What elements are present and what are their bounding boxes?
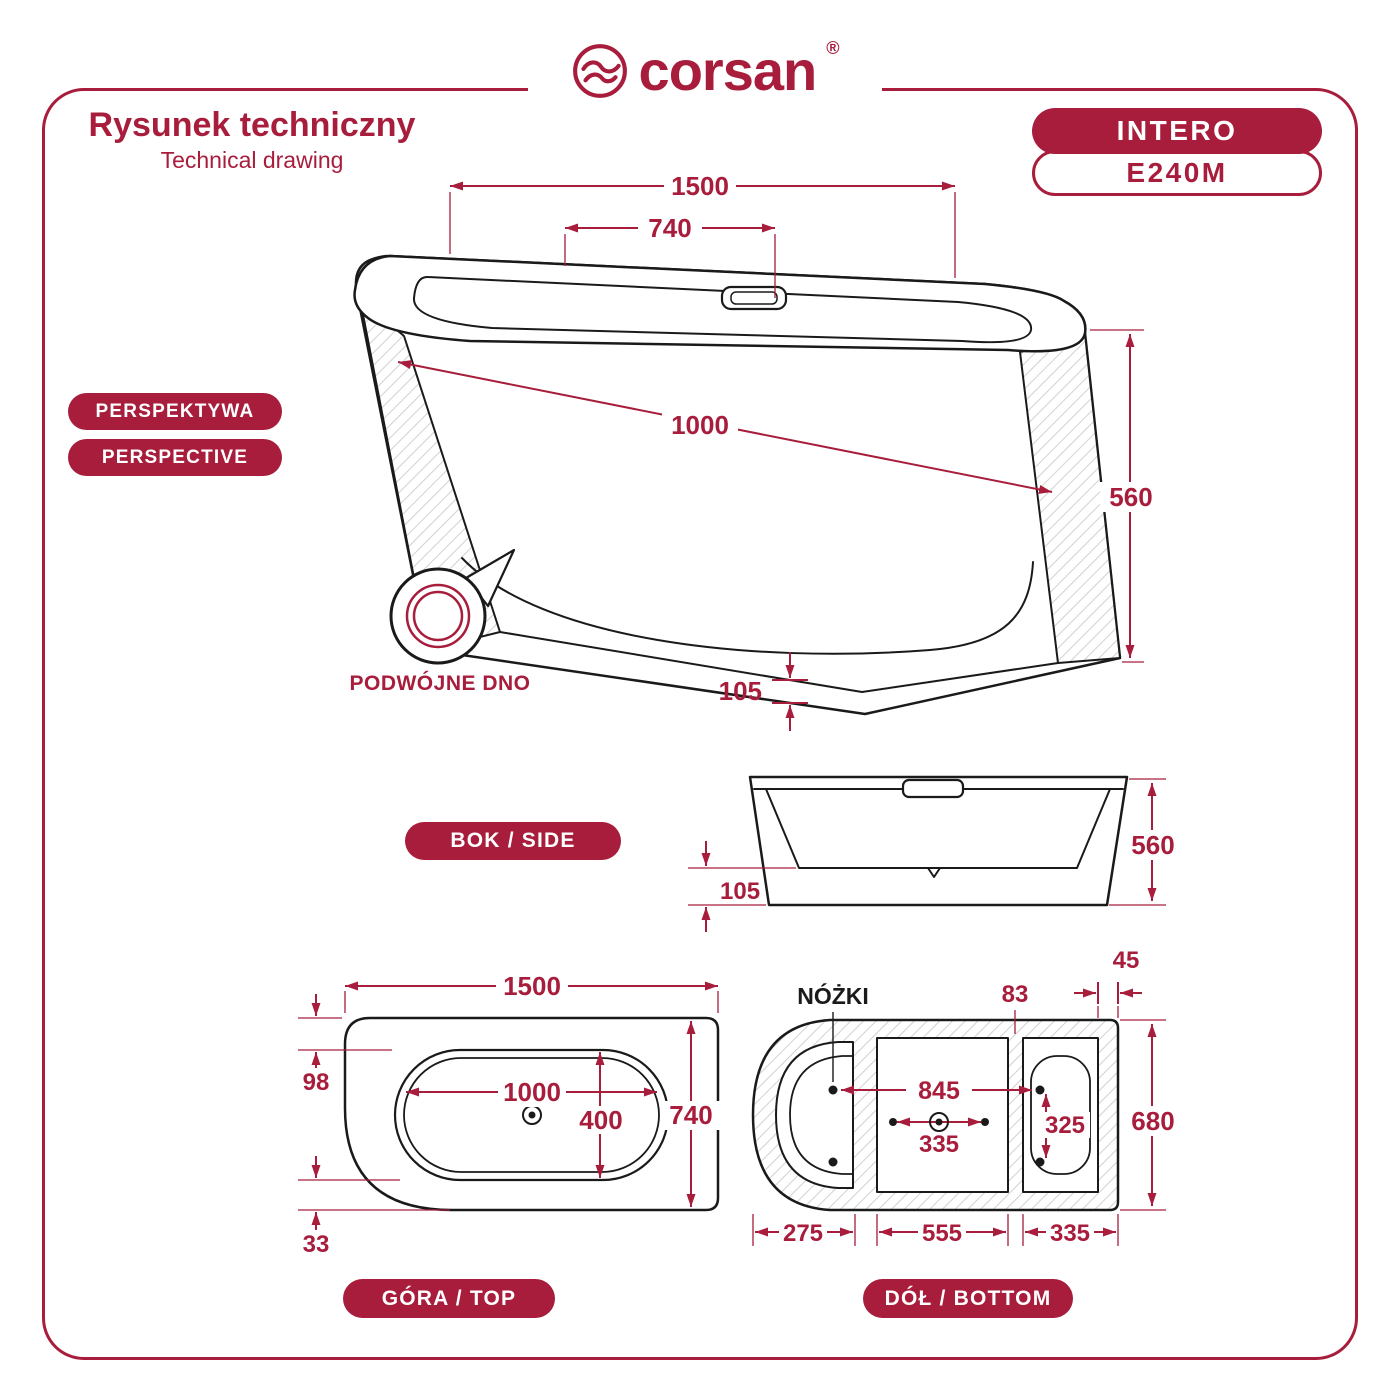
dim-perspective-back-width: 740 (648, 213, 691, 243)
dim-top-width: 740 (669, 1100, 712, 1130)
product-series-badge: INTERO (1032, 108, 1322, 154)
dim-top-basin-width: 400 (579, 1105, 622, 1135)
dim-side-height: 560 (1131, 830, 1174, 860)
dim-bottom-rim-right: 45 (1113, 947, 1140, 974)
bottom-left-section (775, 1041, 854, 1189)
side-view (748, 775, 1129, 907)
label-feet: NÓŻKI (797, 982, 869, 1009)
brand-name: corsan (638, 39, 818, 102)
dim-perspective-height: 560 (1109, 482, 1152, 512)
label-top-view: GÓRA / TOP (343, 1279, 555, 1318)
product-model-badge: E240M (1032, 150, 1322, 196)
plinth-inner-edge (499, 631, 1059, 693)
side-drain-notch (927, 867, 941, 878)
brand-wave-icon (572, 44, 627, 98)
dim-top-rim-offset-top: 98 (303, 1069, 330, 1096)
perspective-dimensions: 1500 740 1000 560 105 (397, 170, 1162, 731)
foot-dot (828, 1085, 838, 1095)
bottom-dimensions: 845 335 325 680 83 45 NÓŻKI (752, 947, 1184, 1247)
dim-perspective-diagonal: 1000 (671, 410, 729, 440)
title-block: Rysunek techniczny Technical drawing (66, 106, 438, 174)
double-bottom-callout (389, 548, 516, 665)
dim-bottom-seg-left: 275 (783, 1220, 823, 1247)
label-bottom-view: DÓŁ / BOTTOM (863, 1279, 1073, 1318)
label-double-bottom: PODWÓJNE DNO (349, 672, 531, 695)
page-title-english: Technical drawing (160, 147, 344, 173)
foot-dot (1035, 1157, 1045, 1167)
dim-perspective-length: 1500 (671, 171, 729, 201)
foot-dot (828, 1157, 838, 1167)
page-title-polish: Rysunek techniczny (88, 106, 416, 144)
dim-top-rim-offset-bottom: 33 (303, 1231, 330, 1258)
dim-bottom-seg-right: 335 (1050, 1220, 1090, 1247)
side-overflow (901, 778, 965, 799)
dim-bottom-width: 680 (1131, 1106, 1174, 1136)
dim-bottom-feet-width: 325 (1045, 1112, 1085, 1139)
bottom-middle-section (876, 1037, 1009, 1193)
top-dimensions: 1500 98 1000 400 740 33 (298, 971, 722, 1258)
bottom-view (751, 1018, 1120, 1212)
dim-bottom-strip: 83 (1002, 981, 1029, 1008)
dim-bottom-seg-mid: 555 (922, 1220, 962, 1247)
label-perspective-pl: PERSPEKTYWA (68, 393, 282, 430)
basin-floor-curve (461, 557, 1034, 655)
dim-perspective-base: 105 (719, 676, 762, 706)
brand-logo: corsan ® (528, 38, 882, 104)
foot-dot (1035, 1085, 1045, 1095)
dim-top-basin-length: 1000 (503, 1077, 561, 1107)
side-dimensions: 560 105 (688, 778, 1184, 932)
tub-rim-inner (412, 275, 1033, 344)
dim-side-base: 105 (720, 878, 760, 905)
brand-registered-mark: ® (826, 38, 840, 58)
label-side-view: BOK / SIDE (405, 822, 621, 860)
callout-circle (389, 567, 487, 665)
side-basin (765, 788, 1111, 869)
dim-top-length: 1500 (503, 971, 561, 1001)
dim-bottom-feet-length: 845 (918, 1077, 960, 1105)
dim-bottom-anchor-span: 335 (919, 1131, 959, 1158)
top-basin-inner (403, 1057, 660, 1173)
bottom-drain (929, 1112, 949, 1132)
side-outline (748, 775, 1129, 907)
label-perspective-en: PERSPECTIVE (68, 439, 282, 476)
